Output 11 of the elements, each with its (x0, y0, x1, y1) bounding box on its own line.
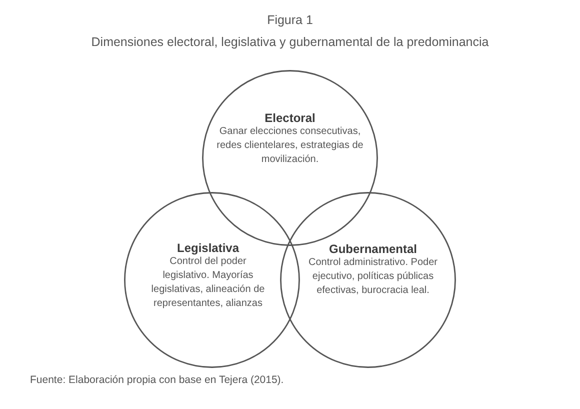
circle-heading: Gubernamental (328, 242, 418, 256)
figure-subtitle: Dimensiones electoral, legislativa y gubernamental de la predominancia (91, 34, 489, 50)
circle-description: Control administrativo. Poder ejecutivo, políticas públicas efectivas, burocracia leal. (308, 256, 438, 298)
circle-description: Control del poder legislativo. Mayorías legislativas, alineación de representantes, alianzas (150, 255, 266, 311)
venn-circle (124, 192, 300, 368)
circle-description: Ganar elecciones consecutivas, redes clientelares, estrategias de movilización. (216, 125, 364, 167)
circle-heading: Legislativa (176, 241, 240, 255)
figure-title: Figura 1 (267, 12, 313, 28)
venn-circle (280, 192, 456, 368)
circle-heading: Electoral (264, 111, 316, 125)
source-note: Fuente: Elaboración propia con base en Tejera (2015). (30, 373, 284, 387)
